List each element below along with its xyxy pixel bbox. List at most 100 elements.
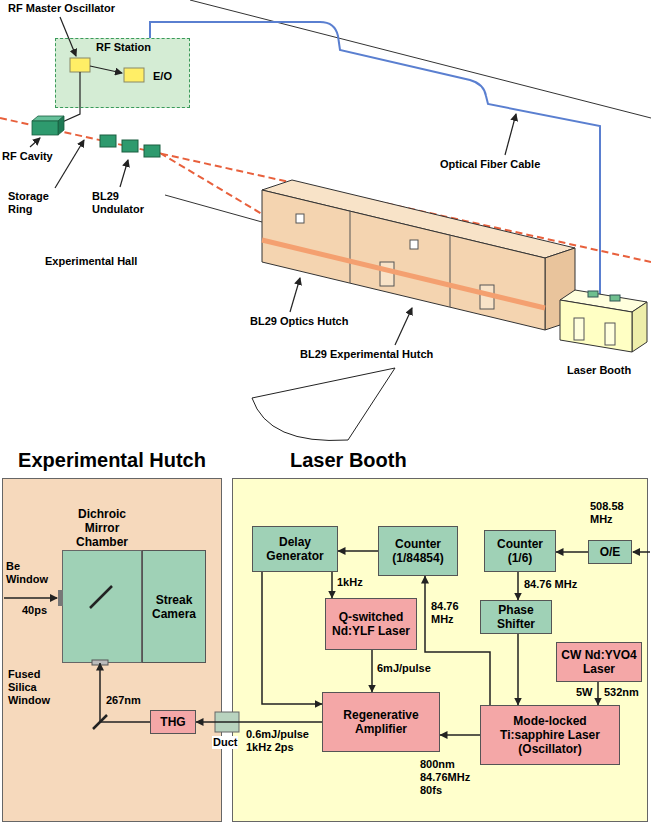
signal-connector <box>425 576 490 705</box>
booth-door <box>605 323 615 345</box>
leader-line <box>290 278 300 312</box>
panel-heading: Laser Booth <box>232 446 648 472</box>
rf-station-ground <box>55 38 190 108</box>
part-label: Storage Ring <box>8 190 56 216</box>
oscillator-box: Mode-locked Ti:sapphire Laser (Oscillato… <box>480 705 620 765</box>
counter-box: Counter (1/84854) <box>378 526 458 576</box>
part-label: BL29 Optics Hutch <box>250 315 348 328</box>
edge-label: 1kHz <box>337 576 363 589</box>
rf-cavity <box>32 121 58 135</box>
edge-label: 800nm 84.76MHz 80fs <box>420 758 482 797</box>
node-text: Mode-locked Ti:sapphire Laser (Oscillato… <box>484 714 616 756</box>
frequency-label: 508.58 MHz <box>590 500 640 526</box>
phase-box: Phase Shifter <box>480 600 552 634</box>
dichroic-mirror <box>90 586 112 608</box>
converter-box: O/E <box>588 540 632 564</box>
leader-line <box>120 160 128 187</box>
signal-connector <box>597 682 599 705</box>
delay-box: Delay Generator <box>252 526 338 572</box>
magnifier-cone <box>252 368 395 440</box>
leader-line <box>55 140 84 188</box>
booth-unit <box>610 295 620 301</box>
node-text: THG <box>154 715 192 729</box>
hutch-divider <box>350 211 450 307</box>
panel-heading: Dichroic Mirror Chamber <box>62 505 142 549</box>
part-label: Laser Booth <box>567 364 631 377</box>
rf-cavity <box>58 116 64 135</box>
magnifier-cone <box>252 368 395 440</box>
part-label: Experimental Hall <box>45 255 137 268</box>
amplifier-box: Regenerative Amplifier <box>322 692 440 752</box>
pulse-label: 40ps <box>22 604 47 617</box>
window-label: Fused Silica Window <box>8 668 64 707</box>
booth-front <box>560 300 632 352</box>
hutch-window <box>410 240 418 249</box>
leader-line <box>505 114 516 155</box>
edge-label: 84.76 MHz <box>524 578 577 591</box>
node-text: RF Station <box>96 41 151 54</box>
edge-label: 267nm <box>106 694 141 707</box>
signal-connector <box>196 721 322 723</box>
laser-box: CW Nd:YVO4 Laser <box>556 642 642 682</box>
booth-unit <box>588 291 598 297</box>
fiber-input <box>633 551 650 553</box>
node-text: Q-switched Nd:YLF Laser <box>329 610 413 638</box>
booth-door <box>574 318 584 340</box>
signal-line <box>90 66 122 73</box>
window-label: Be Window <box>6 560 56 586</box>
hutch-panel: Experimental HutchDichroic Mirror Chambe… <box>2 446 222 822</box>
part-label: BL29 Experimental Hutch <box>300 348 433 361</box>
node-text: E/O <box>153 70 172 83</box>
hutch-door <box>380 262 394 286</box>
signal-connector <box>338 550 378 552</box>
leader-line <box>30 138 40 147</box>
undulator-block <box>100 135 116 147</box>
node-text: Counter (1/84854) <box>382 537 454 565</box>
part-label: RF Master Oscillator <box>8 2 115 15</box>
hutch-window <box>296 214 304 223</box>
counter-box: Counter (1/6) <box>484 530 556 572</box>
node-text: Regenerative Amplifier <box>326 708 436 736</box>
signal-connector <box>440 734 480 736</box>
leader-line <box>60 17 76 56</box>
undulator-block <box>144 145 160 157</box>
laser-box: Q-switched Nd:YLF Laser <box>325 598 417 650</box>
hall-wall <box>165 195 262 222</box>
thg-box: THG <box>150 710 196 734</box>
edge-label: 6mJ/pulse <box>377 662 431 675</box>
node-text: Phase Shifter <box>484 603 548 631</box>
hutch-front <box>262 190 545 330</box>
signal-connector <box>556 551 588 553</box>
beamline-path <box>160 153 262 214</box>
node-text: O/E <box>592 545 628 559</box>
beamline <box>262 240 545 308</box>
camera-box: Streak Camera <box>142 550 206 663</box>
node-text: CW Nd:YVO4 Laser <box>560 648 638 676</box>
edge-label: 5W <box>576 686 593 699</box>
node-text: Streak Camera <box>146 593 202 621</box>
signal-line <box>60 72 80 123</box>
part-label: Optical Fiber Cable <box>440 158 540 171</box>
panel-ground <box>62 550 142 663</box>
booth-side <box>632 302 647 352</box>
part-label: BL29 Undulator <box>92 190 154 216</box>
hall-wall <box>190 0 651 118</box>
signal-connector <box>371 650 373 692</box>
signal-connector <box>517 634 519 705</box>
wavelength-label: 532nm <box>604 686 639 699</box>
signal-connector <box>100 663 150 722</box>
signal-connector <box>262 572 322 704</box>
oscillator-unit <box>70 58 90 72</box>
edge-label: 84.76 MHz <box>431 600 471 626</box>
edge-label: 0.6mJ/pulse 1kHz 2ps <box>246 728 318 754</box>
signal-connector <box>331 572 333 598</box>
xray-beam <box>4 597 57 599</box>
duct-label: Duct <box>212 736 238 749</box>
node-text: Counter (1/6) <box>488 537 552 565</box>
station-box: RF StationE/O <box>55 38 190 108</box>
part-label: RF Cavity <box>2 150 53 163</box>
chamber-box: Dichroic Mirror Chamber <box>62 505 142 663</box>
undulator-block <box>122 140 138 152</box>
